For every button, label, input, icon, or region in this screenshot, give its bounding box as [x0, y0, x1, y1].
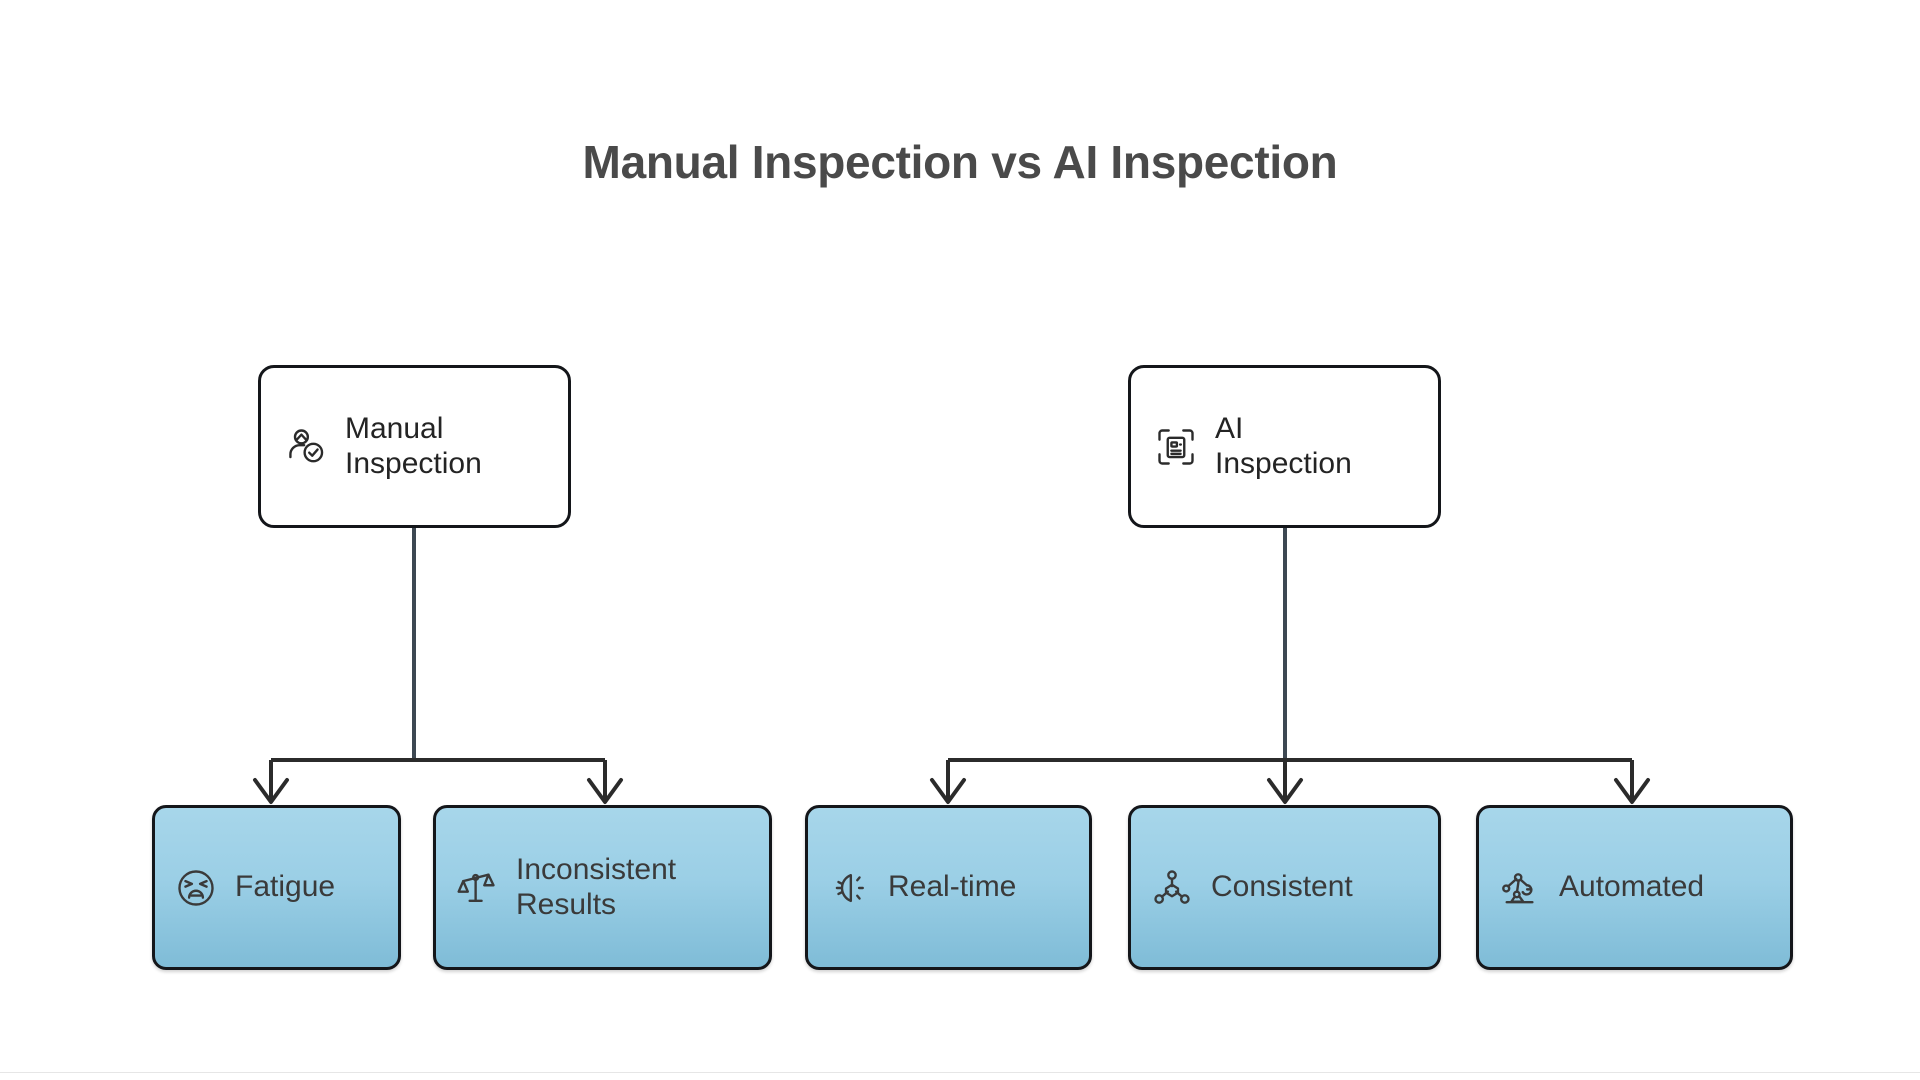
- arrowhead-realtime: [930, 778, 966, 804]
- node-label: AI Inspection: [1215, 411, 1352, 480]
- document-scan-icon: [1153, 424, 1199, 470]
- arrowhead-fatigue: [253, 778, 289, 804]
- node-ai-inspection[interactable]: AI Inspection: [1128, 365, 1441, 528]
- node-inconsistent-results[interactable]: Inconsistent Results: [433, 805, 772, 970]
- node-label: Inconsistent Results: [516, 852, 677, 921]
- arrowhead-automated: [1614, 778, 1650, 804]
- tired-face-icon: [173, 865, 219, 911]
- node-fatigue[interactable]: Fatigue: [152, 805, 401, 970]
- speed-gauge-icon: [826, 865, 872, 911]
- person-check-icon: [283, 424, 329, 470]
- page-title: Manual Inspection vs AI Inspection: [582, 136, 1338, 188]
- arrowhead-inconsistent: [587, 778, 623, 804]
- node-manual-inspection[interactable]: Manual Inspection: [258, 365, 571, 528]
- node-label: Consistent: [1211, 870, 1353, 904]
- arrowhead-consistent: [1267, 778, 1303, 804]
- node-label: Automated: [1559, 870, 1705, 904]
- node-label: Manual Inspection: [345, 411, 482, 480]
- network-nodes-icon: [1149, 865, 1195, 911]
- node-consistent[interactable]: Consistent: [1128, 805, 1441, 970]
- node-automated[interactable]: Automated: [1476, 805, 1793, 970]
- bottom-divider: [0, 1072, 1920, 1073]
- node-label: Fatigue: [235, 870, 336, 904]
- robot-arm-icon: [1497, 865, 1543, 911]
- node-real-time[interactable]: Real-time: [805, 805, 1092, 970]
- node-label: Real-time: [888, 870, 1017, 904]
- balance-scale-icon: [454, 865, 500, 911]
